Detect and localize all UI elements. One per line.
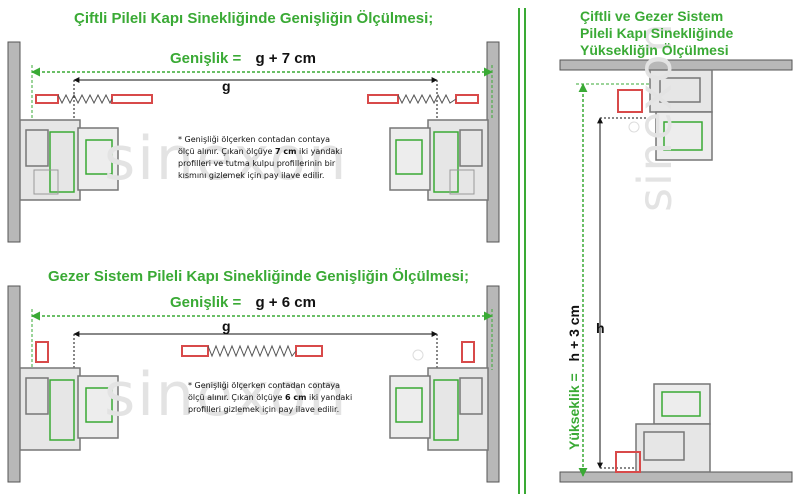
- section1-title: Çiftli Pileli Kapı Sinekliğinde Genişliğ…: [74, 10, 434, 27]
- left-wall: [7, 41, 21, 243]
- left-wall: [7, 285, 21, 483]
- note-line: profilleri ve tutma kulpu profillerinin …: [178, 159, 336, 168]
- door-frame-profile-icon: [389, 119, 489, 201]
- formula-value: g + 6 cm: [255, 294, 316, 311]
- note-line: * Genişliği ölçerken contadan contaya: [178, 135, 331, 144]
- section3-title: Çiftli ve Gezer Sistem Pileli Kapı Sinek…: [580, 8, 734, 58]
- watermark-logo: sinexon: [104, 360, 349, 430]
- pleat-spring-icon: [35, 341, 475, 363]
- section3-formula: Yükseklik = h + 3 cm: [566, 305, 582, 450]
- g-label: g: [222, 318, 231, 334]
- door-frame-profile-icon: [19, 119, 119, 201]
- note-line: * Genişliği ölçerken contadan contaya: [188, 381, 341, 390]
- section2-note: * Genişliği ölçerken contadan contaya öl…: [188, 380, 352, 416]
- section2-formula: Genişlik = g + 6 cm: [170, 294, 316, 311]
- g-label: g: [222, 78, 231, 94]
- formula-label: Yükseklik =: [566, 373, 582, 450]
- door-frame-profile-icon: [617, 69, 713, 161]
- formula-label: Genişlik =: [170, 294, 242, 311]
- door-frame-profile-icon: [19, 367, 119, 451]
- note-line: ölçü alınır. Çıkan ölçüye 6 cm iki yanda…: [188, 393, 353, 402]
- floor-wall: [559, 471, 793, 483]
- watermark-logo: sinexon: [104, 124, 349, 194]
- note-line: profilleri gizlemek için pay ilave edili…: [188, 405, 340, 414]
- formula-label: Genişlik =: [170, 50, 242, 67]
- section1-formula: Genişlik = g + 7 cm: [170, 50, 316, 67]
- note-line: ölçü alınır. Çıkan ölçüye 7 cm iki yanda…: [178, 147, 343, 156]
- pleat-spring-icon: [35, 93, 153, 105]
- section1-note: * Genişliği ölçerken contadan contaya öl…: [178, 134, 342, 182]
- door-frame-profile-icon: [615, 383, 711, 473]
- door-frame-profile-icon: [389, 367, 489, 451]
- note-line: kısmını gizlemek için pay ilave edilir.: [178, 171, 325, 180]
- formula-value: h + 3 cm: [566, 305, 582, 362]
- registered-mark-icon: [412, 121, 640, 361]
- h-label: h: [596, 320, 605, 336]
- section2-title: Gezer Sistem Pileli Kapı Sinekliğinde Ge…: [48, 268, 469, 285]
- formula-value: g + 7 cm: [255, 50, 316, 67]
- pleat-spring-icon: [367, 93, 479, 105]
